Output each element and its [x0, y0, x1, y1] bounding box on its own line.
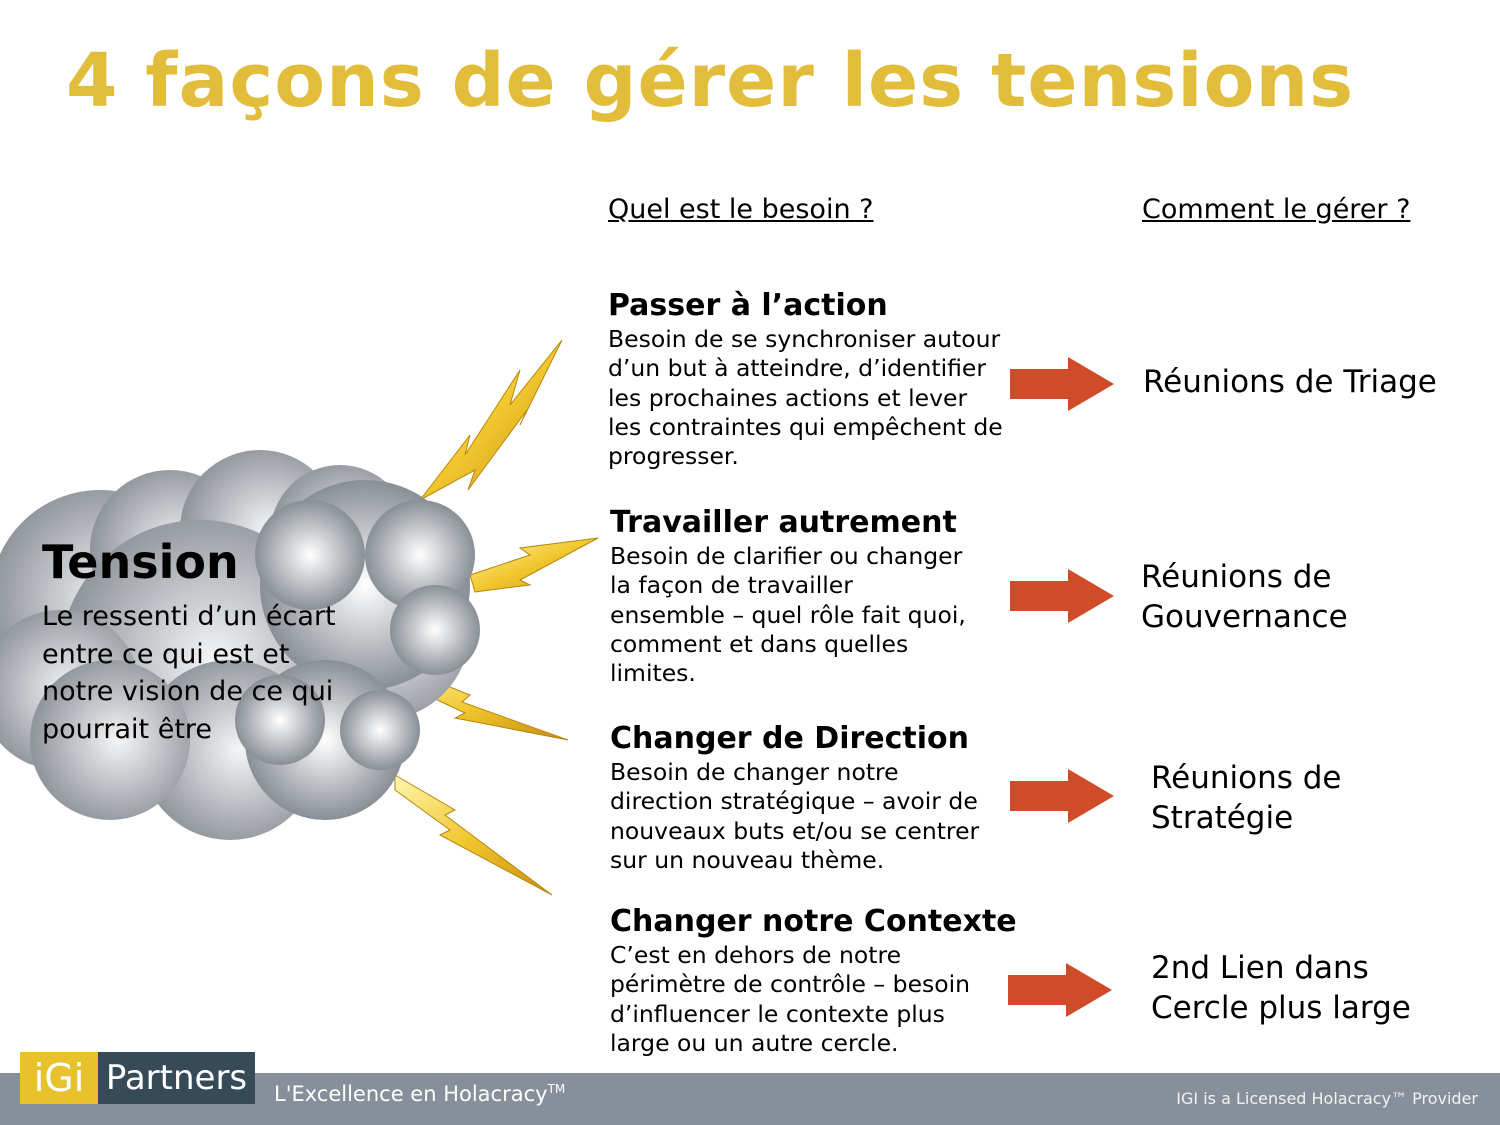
result-governance: Réunions de Gouvernance	[1141, 559, 1348, 635]
item-title: Travailler autrement	[610, 505, 957, 540]
item-action: Passer à l’action Besoin de se synchroni…	[608, 288, 1008, 471]
tension-cloud-illustration	[0, 339, 599, 896]
igi-partners-logo: iGi Partners	[20, 1052, 255, 1104]
header-need: Quel est le besoin ?	[608, 194, 874, 225]
page-title: 4 façons de gérer les tensions	[66, 38, 1355, 124]
item-work: Travailler autrement Besoin de clarifier…	[610, 505, 1010, 688]
tension-description: Le ressenti d’un écart entre ce qui est …	[42, 601, 336, 745]
result-triage: Réunions de Triage	[1143, 364, 1437, 400]
item-title: Changer de Direction	[610, 721, 970, 756]
arrow-right-icon	[1010, 769, 1114, 823]
result-strategy: Réunions de Stratégie	[1151, 760, 1342, 836]
tension-title: Tension	[42, 535, 239, 589]
tagline: L'Excellence en HolacracyTM	[274, 1082, 565, 1106]
item-body: Besoin de clarifier ou changer la façon …	[610, 542, 966, 688]
item-title: Changer notre Contexte	[610, 904, 1017, 939]
logo-partners: Partners	[98, 1052, 255, 1104]
item-body: Besoin de changer notre direction straté…	[610, 758, 980, 874]
item-body: Besoin de se synchroniser autour d’un bu…	[608, 325, 1003, 471]
item-direction: Changer de Direction Besoin de changer n…	[610, 721, 1010, 875]
arrow-right-icon	[1010, 357, 1114, 411]
arrow-right-icon	[1008, 963, 1112, 1017]
provider-note: IGI is a Licensed Holacracy™ Provider	[1176, 1089, 1478, 1108]
tagline-tm: TM	[547, 1082, 566, 1096]
item-context: Changer notre Contexte C’est en dehors d…	[610, 904, 1017, 1058]
logo-igi: iGi	[20, 1052, 98, 1104]
item-body: C’est en dehors de notre périmètre de co…	[610, 941, 971, 1057]
result-second-link: 2nd Lien dans Cercle plus large	[1151, 950, 1411, 1026]
item-title: Passer à l’action	[608, 288, 888, 323]
header-how: Comment le gérer ?	[1142, 194, 1411, 225]
arrow-right-icon	[1010, 569, 1114, 623]
tagline-text: L'Excellence en Holacracy	[274, 1082, 548, 1106]
